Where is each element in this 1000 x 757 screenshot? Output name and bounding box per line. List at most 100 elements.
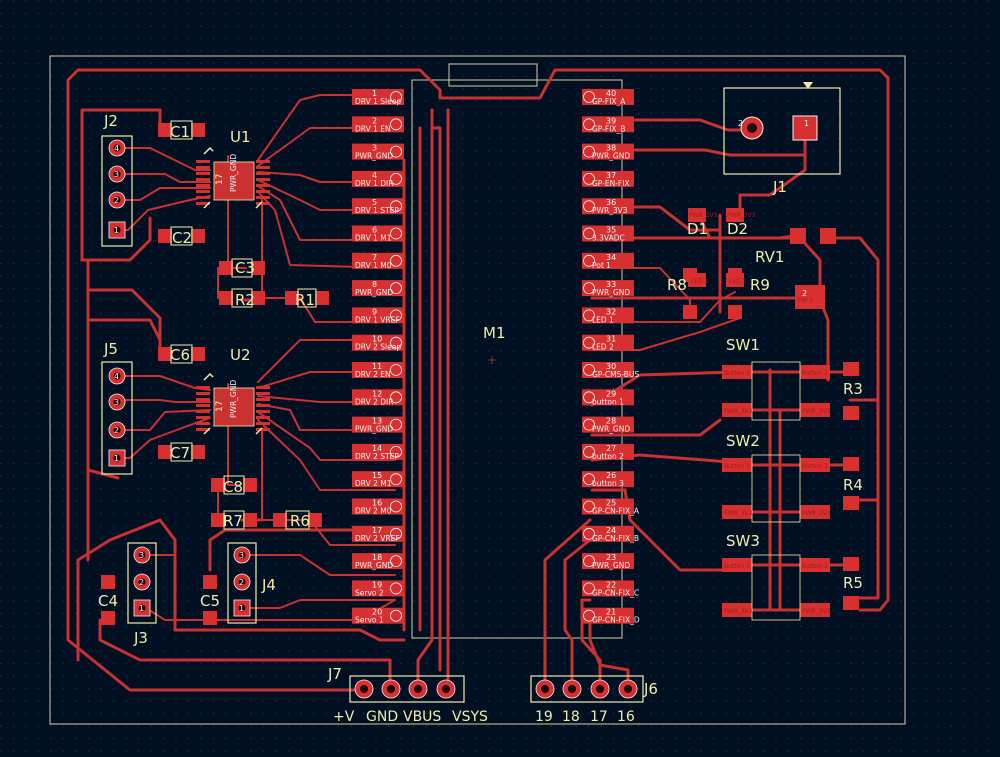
switch-pad-label: PWR_3V3 [802, 510, 831, 517]
module-left-pin-label: DRV 2 Sleep [355, 343, 401, 352]
j4-ref: J4 [261, 576, 276, 594]
passive-r4-ref: R4 [843, 476, 863, 494]
module-right-pin-number: 27 [606, 444, 616, 453]
u1-pin17-label: 17 [215, 174, 225, 185]
switch-pad-label: PWR_3V3 [802, 408, 831, 415]
module-right-pin-label: LED 1 [592, 315, 614, 324]
passive-c1-ref: C1 [170, 123, 190, 141]
passive-r6-ref: R6 [290, 512, 310, 530]
passive-r8-ref: R8 [667, 276, 687, 294]
module-right-pin-number: 21 [606, 608, 616, 617]
module-right-pin-label: GP-CMS-BUS [592, 370, 639, 379]
module-left-pin-number: 18 [372, 553, 382, 562]
passive-c3: C3 [219, 258, 265, 278]
module-right-pin-number: 37 [606, 171, 616, 180]
module-right-pin-label: Pot 1 [592, 261, 611, 270]
module-left-pin-label: DRV 2 STEP [355, 452, 399, 461]
passive-r6: R6 [273, 510, 322, 530]
module-right-pin-label: 3.3VADC [592, 234, 625, 243]
j5-pins-pin-num: 3 [114, 398, 119, 407]
switch-sw2-ref: SW2 [726, 432, 760, 450]
module-left-pin-number: 9 [372, 307, 377, 316]
module-m1: M1 [483, 324, 506, 364]
module-left-pin-label: DRV 2 M1 [355, 479, 392, 488]
module-right-pin-label: GP-CN-FIX_A [592, 507, 640, 516]
passive-c5-ref: C5 [200, 592, 220, 610]
module-left-pin-label: PWR_GND [355, 288, 393, 297]
j7-pin-label: VBUS [403, 709, 441, 725]
passive-c3-ref: C3 [235, 259, 255, 277]
switch-pad-label: Button 1 [802, 370, 828, 377]
module-left-pin-number: 20 [372, 608, 382, 617]
module-left-pin-label: DRV 2 DIR [355, 397, 393, 406]
module-right-pins: 40GP-FIX_A39GP-FIX_B38PWR_GND37GP-EN-FIX… [582, 89, 640, 625]
module-right-pin-number: 25 [606, 499, 616, 508]
module-left-pin-label: DRV 1 VREF [355, 315, 400, 324]
module-right-pin-label: button 3 [592, 479, 624, 488]
diode-pad-label: PWR_3V3 [727, 212, 756, 219]
module-left-pin-number: 7 [372, 253, 377, 262]
module-left-pin-label: PWR_GND [355, 425, 393, 434]
module-left-pin-number: 19 [372, 580, 382, 589]
module-left-pin-label: DRV 2 VREF [355, 534, 400, 543]
u2-ic: 17 PWR_GND U2 [196, 346, 270, 435]
module-right-pin-label: GP-CN-FIX_B [592, 534, 639, 543]
module-left-pin-label: DRV 1 Sleep [355, 97, 401, 106]
module-right-pin-number: 29 [606, 389, 616, 398]
j4-pins-pin-num: 3 [239, 551, 244, 560]
u1-ic: 17 PWR_GND U1 [196, 128, 270, 209]
module-right-pin-label: PWR_GND [592, 425, 630, 434]
module-left-pin-label: Servo 2 [355, 588, 384, 597]
passive-c1: C1 [158, 120, 205, 141]
j5-ref: J5 [103, 340, 118, 358]
module-right-pin-number: 34 [606, 253, 616, 262]
module-left-pin-number: 15 [372, 471, 382, 480]
module-left-pin-number: 10 [372, 335, 382, 344]
j6-pin-label: 17 [590, 709, 608, 725]
passive-r5: R5 [843, 557, 863, 610]
u1-net-label: PWR_GND [229, 154, 238, 192]
switch-pad-label: PWR_3V3 [724, 510, 753, 517]
switch-pad-label: Button 1 [802, 563, 828, 570]
switch-sw1-ref: SW1 [726, 336, 760, 354]
module-left-pin-label: DRV 1 EN [355, 124, 391, 133]
passive-c8-ref: C8 [223, 478, 243, 496]
j4-pins-pin-num: 2 [239, 578, 244, 587]
module-right-pin-label: GP-CN-FIX_C [592, 588, 639, 597]
j3-ref: J3 [133, 629, 148, 647]
module-outline [411, 79, 623, 639]
module-right-pin-label: button 2 [592, 452, 624, 461]
module-left-pin-label: Servo 1 [355, 616, 384, 625]
diode-pad-label: LED 2 [729, 278, 747, 285]
passive-r3-ref: R3 [843, 380, 863, 398]
module-right-pin-number: 32 [606, 307, 616, 316]
module-right-pin-label: GP-CN-FIX_D [592, 616, 640, 625]
module-right-pin-number: 33 [606, 280, 616, 289]
